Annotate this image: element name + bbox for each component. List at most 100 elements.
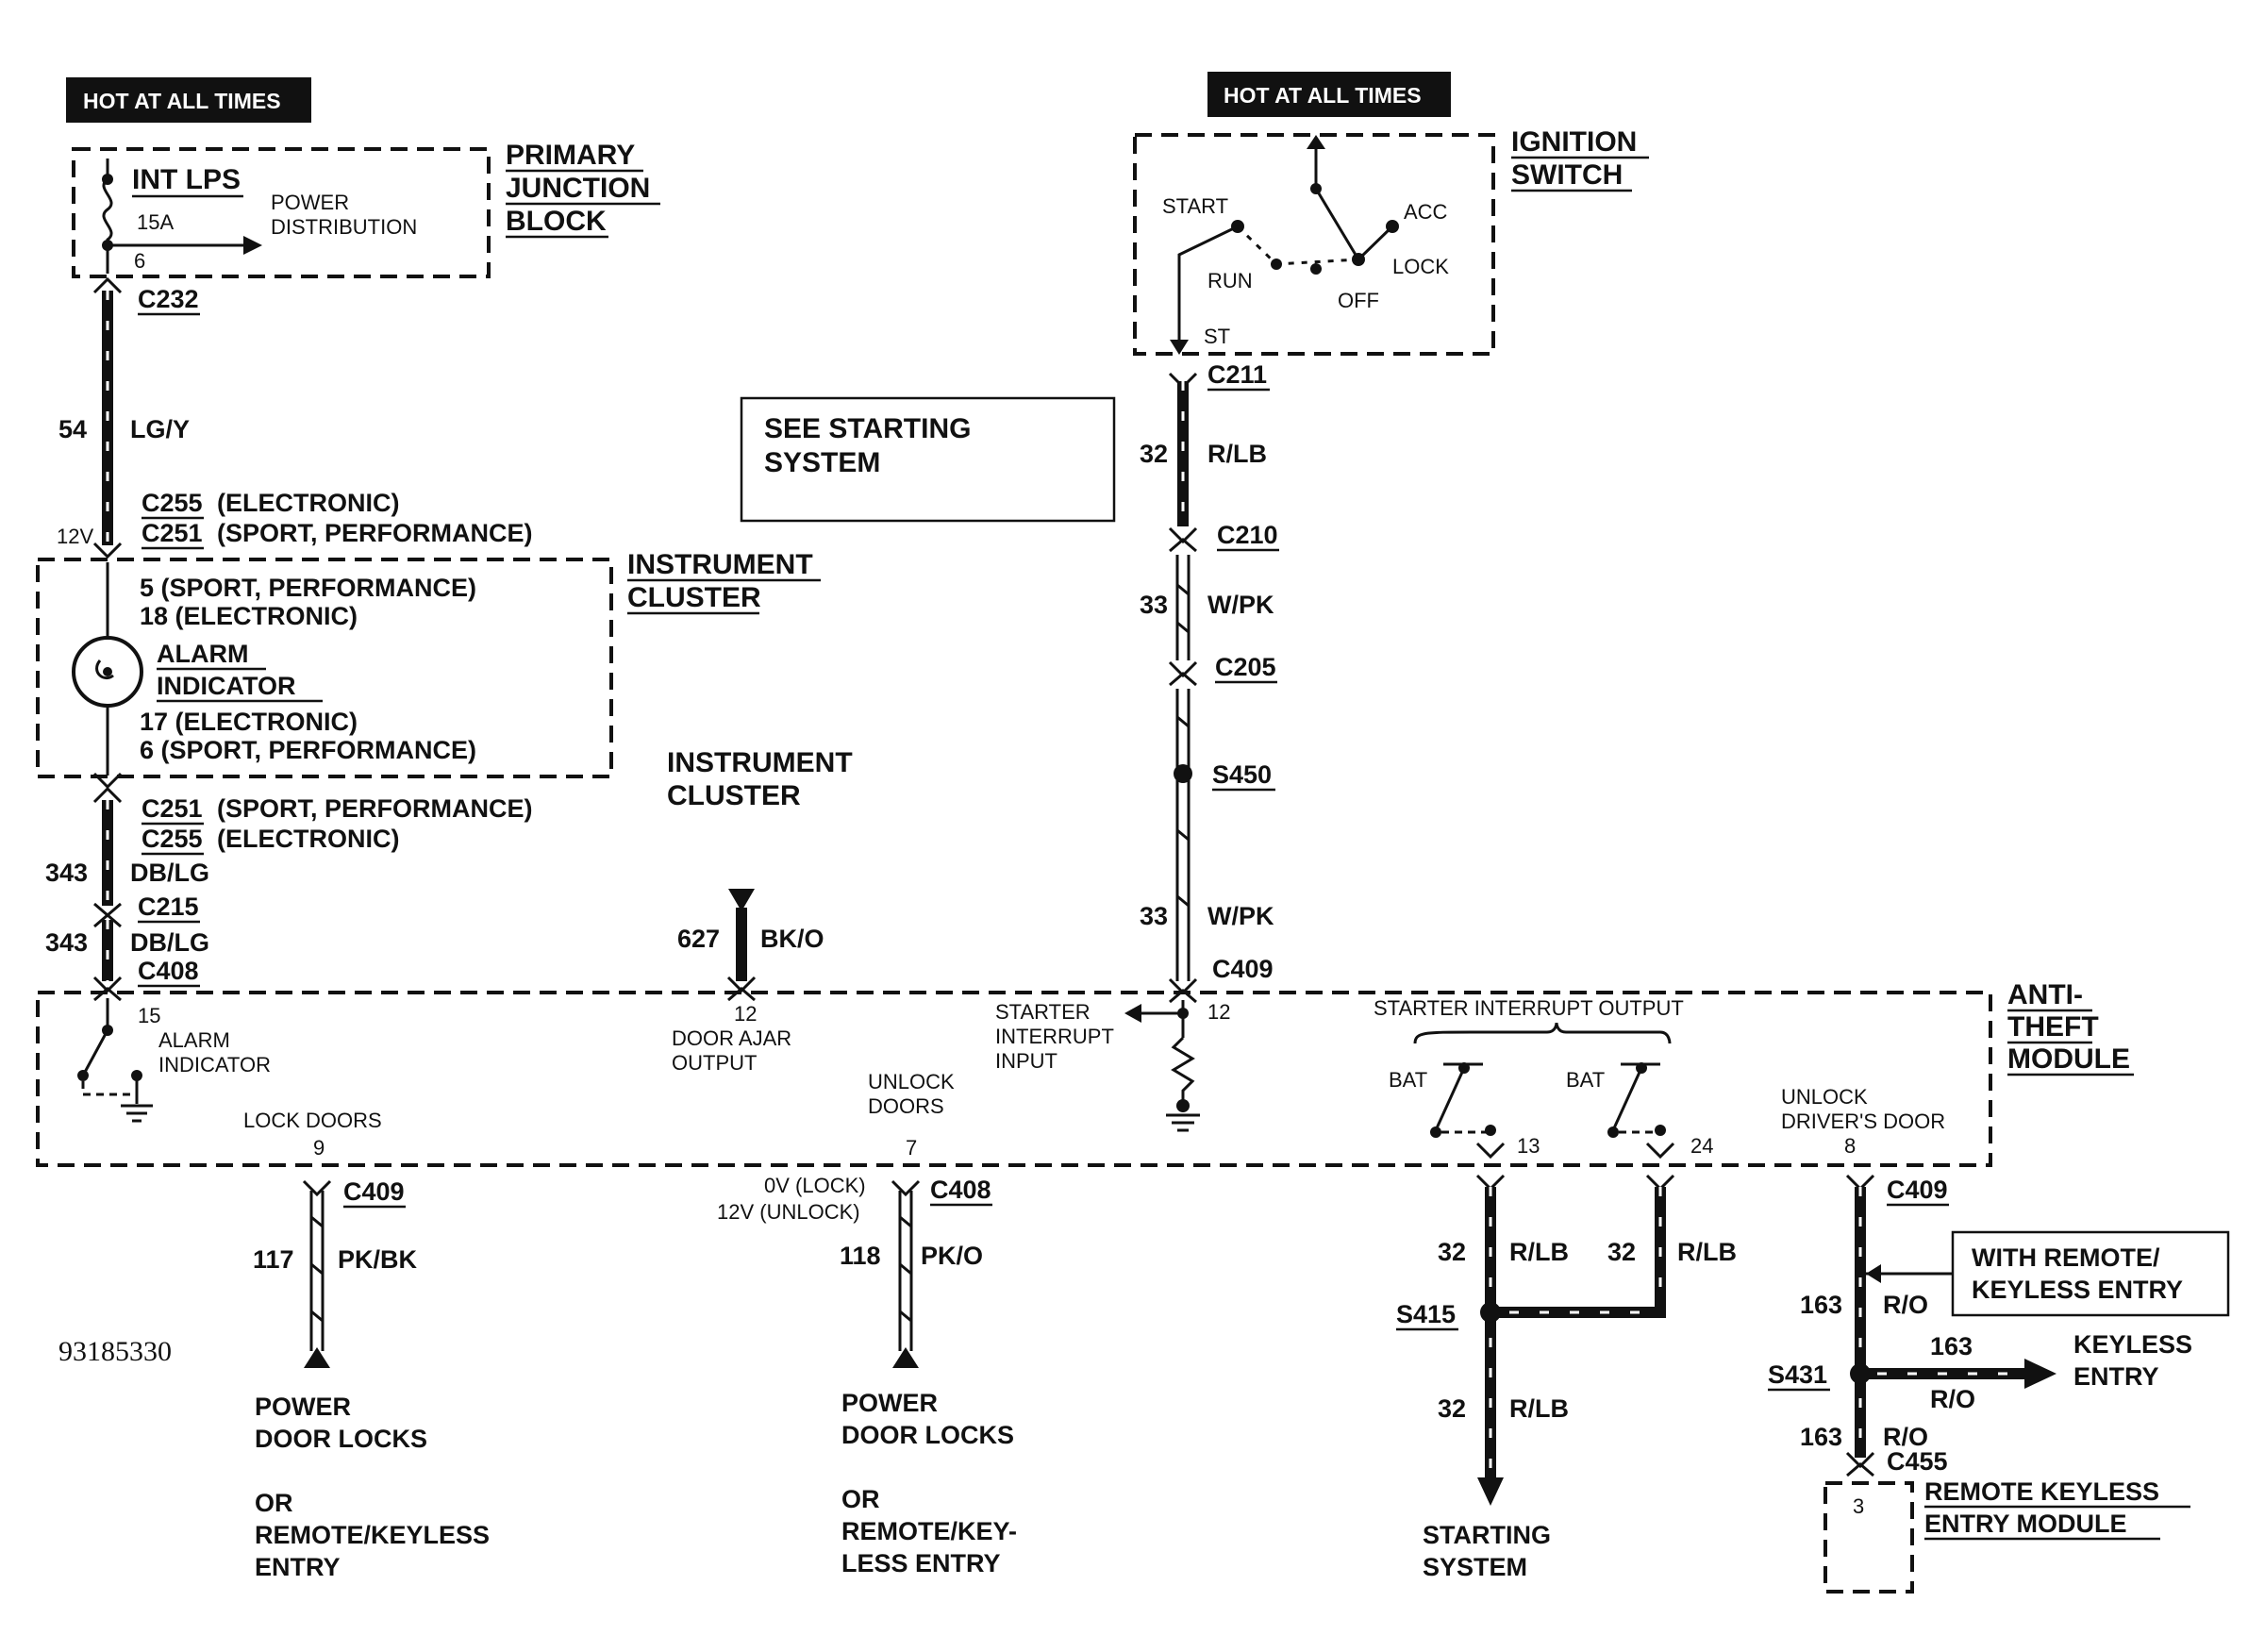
- door-ajar-1: DOOR AJAR: [672, 1026, 791, 1050]
- pdl2-1: POWER: [841, 1389, 938, 1417]
- wire163a-num: 163: [1800, 1291, 1842, 1319]
- wire32-ign-num: 32: [1140, 440, 1168, 468]
- ic-pin-top-1: 5 (SPORT, PERFORMANCE): [140, 574, 476, 602]
- wire163c-color: R/O: [1883, 1423, 1928, 1451]
- c409-a-label: C409: [343, 1177, 405, 1206]
- left-column: C232 54 LG/Y C255 (ELECTRONIC) C251 (SPO…: [45, 276, 533, 1002]
- wire343a-color: DB/LG: [130, 859, 209, 887]
- lower-c255: C255: [142, 825, 203, 853]
- bottom-wire-118: C408 0V (LOCK) 12V (UNLOCK) 118 PK/O POW…: [717, 1174, 1017, 1577]
- fuse-name: INT LPS: [132, 164, 241, 195]
- pin9: 9: [313, 1136, 325, 1160]
- pjb-pin: 6: [134, 249, 145, 273]
- wire32a-num: 32: [1438, 1238, 1466, 1266]
- ignition-title-1: IGNITION: [1511, 126, 1637, 158]
- ic-pin-top-2: 18 (ELECTRONIC): [140, 602, 358, 630]
- starter-output: STARTER INTERRUPT OUTPUT: [1374, 996, 1684, 1020]
- arrow-down-icon: [1477, 1477, 1504, 1506]
- pin8: 8: [1844, 1134, 1856, 1158]
- bottom-starting-branch: 32 R/LB 32 R/LB S415 32 R/LB STARTING SY…: [1396, 1174, 1737, 1581]
- pos-run: RUN: [1207, 269, 1253, 292]
- arrow-up-icon-1: [304, 1347, 330, 1368]
- wire33a-color: W/PK: [1207, 591, 1274, 619]
- c251-note: (SPORT, PERFORMANCE): [217, 519, 533, 547]
- pin12-door: 12: [734, 1002, 757, 1026]
- wire163c-num: 163: [1800, 1423, 1842, 1451]
- wire118-num: 118: [840, 1242, 881, 1270]
- mid-cluster-1: INSTRUMENT: [667, 747, 853, 778]
- ic-indicator-2: INDICATOR: [157, 672, 296, 700]
- c409-ign-label: C409: [1212, 955, 1274, 983]
- wire163b-color: R/O: [1930, 1385, 1975, 1413]
- wire627-arrow-icon: [728, 889, 755, 911]
- alarm-ind-1: ALARM: [158, 1028, 230, 1052]
- alarm-ind-2: INDICATOR: [158, 1053, 271, 1076]
- alarm-bulb-icon: [72, 636, 143, 708]
- rke-1: REMOTE KEYLESS: [1924, 1477, 2159, 1506]
- ignition-switch: IGNITION SWITCH START RUN OFF ACC LOCK S…: [1133, 126, 1649, 356]
- starter-input-2: INTERRUPT: [995, 1025, 1114, 1048]
- remote-box-1: WITH REMOTE/: [1972, 1243, 2160, 1272]
- wire343a-num: 343: [45, 859, 88, 887]
- hot-label-left-text: HOT AT ALL TIMES: [83, 89, 281, 113]
- c251-label: C251: [142, 519, 203, 547]
- c232-label: C232: [138, 285, 199, 313]
- keyless-arrow-icon: [2024, 1359, 2057, 1389]
- volt-lock: 0V (LOCK): [764, 1174, 866, 1197]
- wire32b-color: R/LB: [1677, 1238, 1737, 1266]
- hot-label-left: HOT AT ALL TIMES: [66, 77, 311, 123]
- ignition-column: C211 32 R/LB C210 33 W/PK C205 S450 33 W…: [1140, 360, 1279, 1004]
- wire627-num: 627: [677, 925, 720, 953]
- wire33b-color: W/PK: [1207, 902, 1274, 930]
- c210-label: C210: [1217, 521, 1278, 549]
- resistor-icon: [1171, 1036, 1195, 1104]
- see-starting-2: SYSTEM: [764, 447, 880, 478]
- wire627-color: BK/O: [760, 925, 824, 953]
- instrument-cluster-box: INSTRUMENT CLUSTER 5 (SPORT, PERFORMANCE…: [36, 549, 821, 790]
- primary-junction-block: PRIMARY JUNCTION BLOCK INT LPS 15A POWER…: [72, 140, 660, 278]
- starter-input-1: STARTER: [995, 1000, 1091, 1024]
- s450-label: S450: [1212, 760, 1272, 789]
- volt-unlock: 12V (UNLOCK): [717, 1200, 860, 1224]
- wire33a-num: 33: [1140, 591, 1168, 619]
- ic-title-1: INSTRUMENT: [627, 549, 813, 580]
- rke-pin: 3: [1853, 1494, 1864, 1518]
- unlock-driver-1: UNLOCK: [1781, 1085, 1868, 1109]
- power-dist-2: DISTRIBUTION: [271, 215, 417, 239]
- bottom-remote-branch: C409 WITH REMOTE/ KEYLESS ENTRY 163 R/O …: [1768, 1174, 2230, 1594]
- lower-cluster-connectors: C251 (SPORT, PERFORMANCE) C255 (ELECTRON…: [142, 794, 533, 856]
- pdl1-1: POWER: [255, 1393, 351, 1421]
- pin7: 7: [906, 1136, 917, 1160]
- atm-title-2: THEFT: [2007, 1011, 2099, 1043]
- lower-c251-note: (SPORT, PERFORMANCE): [217, 794, 533, 823]
- starter-input-3: INPUT: [995, 1049, 1057, 1073]
- wire163b-num: 163: [1930, 1332, 1973, 1360]
- wire163a-color: R/O: [1883, 1291, 1928, 1319]
- pin24: 24: [1690, 1134, 1713, 1158]
- pos-acc: ACC: [1404, 200, 1448, 224]
- wire118-color: PK/O: [921, 1242, 983, 1270]
- ground-icon-left: [121, 1104, 153, 1123]
- pdl2-6: LESS ENTRY: [841, 1549, 1001, 1577]
- pdl1-4: OR: [255, 1489, 293, 1517]
- atm-title-1: ANTI-: [2007, 979, 2083, 1010]
- figure-id: 93185330: [58, 1336, 172, 1367]
- keyless-2: ENTRY: [2073, 1362, 2159, 1391]
- c255-label: C255: [142, 489, 203, 517]
- c408-label: C408: [138, 957, 199, 985]
- wire32a-color: R/LB: [1509, 1238, 1569, 1266]
- ic-pin-bot-2: 6 (SPORT, PERFORMANCE): [140, 736, 476, 764]
- lower-c255-note: (ELECTRONIC): [217, 825, 399, 853]
- keyless-1: KEYLESS: [2073, 1330, 2192, 1359]
- pjb-title-2: JUNCTION: [506, 173, 650, 204]
- arrow-left-icon: [1124, 1004, 1141, 1023]
- pjb-title-3: BLOCK: [506, 206, 607, 237]
- middle-area: SEE STARTING SYSTEM INSTRUMENT CLUSTER 6…: [667, 396, 1116, 1002]
- hot-label-right: HOT AT ALL TIMES: [1207, 72, 1451, 117]
- unlock-driver-2: DRIVER'S DOOR: [1781, 1110, 1945, 1133]
- wire32b-num: 32: [1607, 1238, 1636, 1266]
- door-ajar-2: OUTPUT: [672, 1051, 757, 1075]
- arrow-up-icon-2: [892, 1347, 919, 1368]
- wire33b-num: 33: [1140, 902, 1168, 930]
- ground-icon-mid: [1166, 1113, 1200, 1132]
